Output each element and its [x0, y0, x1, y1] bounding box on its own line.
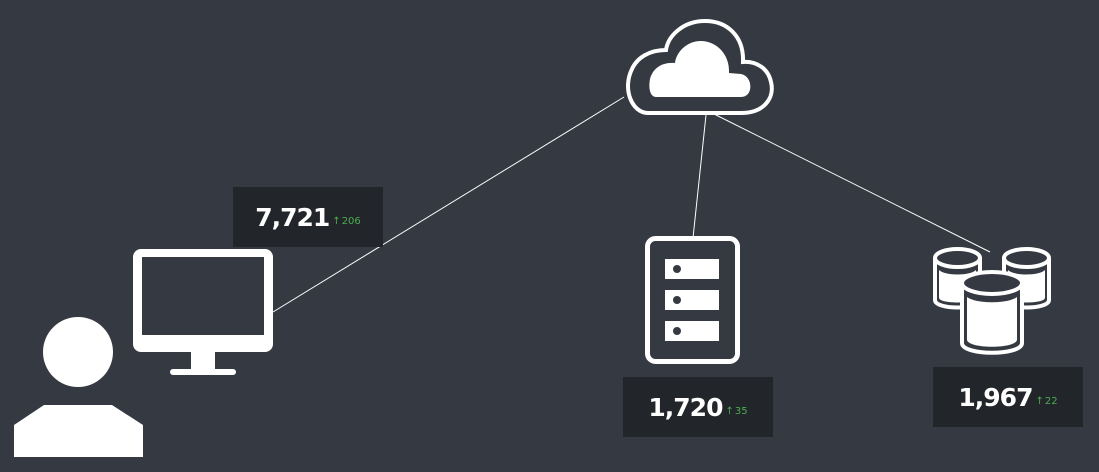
database-stat-box: 1,967 ↑ 22	[933, 367, 1083, 427]
monitor-stat-delta-value: 206	[341, 215, 361, 227]
server-stat-value: 1,720	[648, 392, 723, 422]
database-stat-delta-value: 22	[1044, 395, 1058, 407]
database-icon	[933, 247, 1051, 355]
link-cloud-server	[692, 114, 707, 239]
cloud-icon	[626, 18, 774, 115]
link-cloud-monitor	[272, 96, 625, 313]
monitor-stat-value: 7,721	[255, 202, 330, 232]
monitor-icon	[133, 249, 273, 375]
server-stat-box: 1,720 ↑ 35	[623, 377, 773, 437]
arrow-up-icon: ↑	[725, 405, 734, 417]
database-stat-delta: ↑ 22	[1035, 396, 1057, 407]
server-stat-delta: ↑ 35	[725, 406, 747, 417]
monitor-stat-box: 7,721 ↑ 206	[233, 187, 383, 247]
server-icon	[645, 236, 740, 364]
link-cloud-database	[713, 113, 991, 253]
arrow-up-icon: ↑	[1035, 395, 1044, 407]
server-stat-delta-value: 35	[734, 405, 748, 417]
arrow-up-icon: ↑	[332, 215, 341, 227]
monitor-stat-delta: ↑ 206	[332, 216, 360, 227]
database-stat-value: 1,967	[958, 382, 1033, 412]
user-icon	[14, 317, 143, 457]
